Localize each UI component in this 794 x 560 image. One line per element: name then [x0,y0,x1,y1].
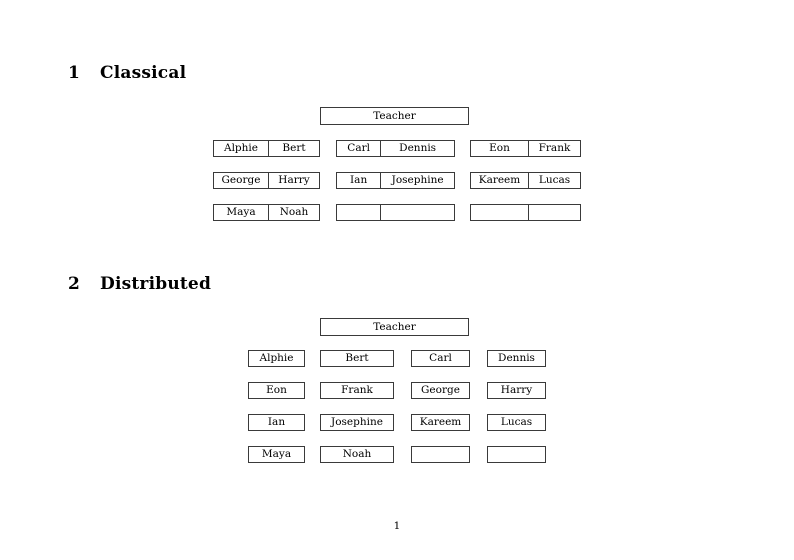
classical-middle-row-2: Ian Josephine [336,172,455,189]
classical-left-row-3: Maya Noah [213,204,320,221]
section-number: 1 [68,63,81,83]
section-number: 2 [68,274,81,294]
table-cell: Kareem [478,174,521,186]
classical-middle-row-1: Carl Dennis [336,140,455,157]
table-cell: Lucas [527,173,580,188]
classical-right-row-2: Kareem Lucas [470,172,581,189]
table-cell: Ian [350,174,368,186]
classical-middle-row-3 [336,204,455,221]
table-cell: George [221,174,261,186]
table-cell: Alphie [223,142,258,154]
table-cell: Eon [489,142,510,154]
distributed-cell: Bert [320,350,394,367]
classical-left-row-1: Alphie Bert [213,140,320,157]
distributed-cell: Josephine [320,414,394,431]
table-cell: Dennis [380,141,454,156]
distributed-cell: Eon [248,382,305,399]
table-cell-empty [380,205,454,220]
table-cell: Harry [267,173,319,188]
table-cell: Bert [267,141,319,156]
teacher-box-distributed: Teacher [320,318,469,336]
table-cell-empty [527,205,580,220]
distributed-cell-empty [487,446,546,463]
classical-right-row-3 [470,204,581,221]
table-cell: Noah [267,205,319,220]
distributed-cell-empty [411,446,470,463]
page-number: 1 [393,520,401,532]
distributed-cell: Frank [320,382,394,399]
table-cell: Frank [527,141,580,156]
distributed-cell: Carl [411,350,470,367]
table-cell-empty [337,205,380,220]
distributed-cell: Alphie [248,350,305,367]
teacher-box-classical: Teacher [320,107,469,125]
distributed-cell: Noah [320,446,394,463]
distributed-cell: George [411,382,470,399]
classical-right-row-1: Eon Frank [470,140,581,157]
distributed-cell: Maya [248,446,305,463]
classical-left-row-2: George Harry [213,172,320,189]
distributed-cell: Lucas [487,414,546,431]
section-title: Distributed [100,274,212,294]
table-cell-empty [471,205,528,220]
distributed-cell: Kareem [411,414,470,431]
section-heading-distributed: 2 Distributed [68,274,211,294]
table-cell: Josephine [380,173,454,188]
section-title: Classical [100,63,187,83]
table-cell: Carl [347,142,370,154]
section-heading-classical: 1 Classical [68,63,186,83]
distributed-cell: Harry [487,382,546,399]
table-cell: Maya [226,206,256,218]
distributed-cell: Ian [248,414,305,431]
distributed-cell: Dennis [487,350,546,367]
